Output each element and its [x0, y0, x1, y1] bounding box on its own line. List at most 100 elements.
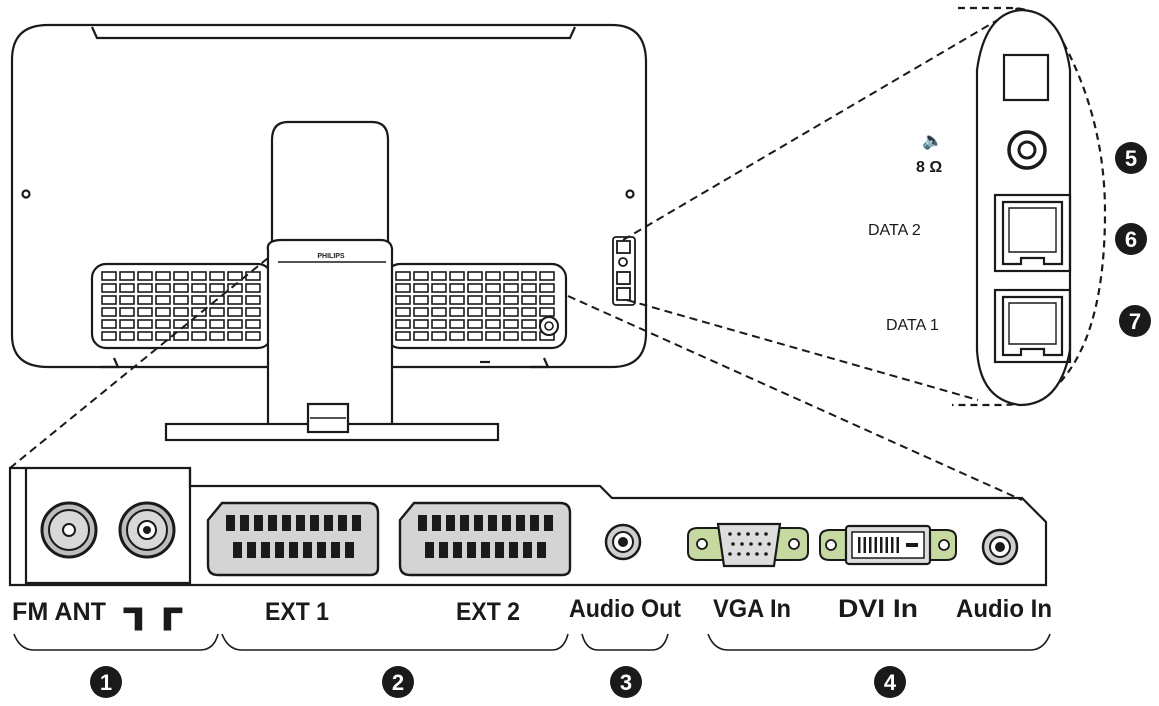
tv-stand: [164, 120, 500, 442]
speaker-impedance-label: 8 Ω: [916, 159, 942, 176]
scart-pin: [282, 515, 291, 531]
badge-3: 3: [610, 666, 642, 698]
dvi-pin: [891, 537, 894, 553]
vent-slot: [449, 319, 465, 329]
vent-slot: [119, 331, 135, 341]
scart-pin: [226, 515, 235, 531]
scart-pin: [474, 515, 483, 531]
vga-pin: [728, 552, 732, 556]
vent-slot: [485, 319, 501, 329]
antenna-connectors: [40, 501, 176, 559]
vga-pin: [764, 552, 768, 556]
optical-port: [1002, 53, 1050, 102]
svg-text:1: 1: [100, 670, 112, 695]
scart-pin: [523, 542, 532, 558]
vent-slot: [119, 319, 135, 329]
audio-out-jack: [604, 523, 642, 561]
dvi-in-label: DVI In: [838, 595, 918, 623]
scart-pin: [425, 542, 434, 558]
vent-slot: [467, 283, 483, 293]
scart-pin: [303, 542, 312, 558]
vent-slot: [503, 283, 519, 293]
scart-pin: [233, 542, 242, 558]
vga-pin: [755, 532, 759, 536]
antenna-symbol: ┓┏: [123, 591, 183, 631]
side-panel: 🔈 8 Ω DATA 2 DATA 1 5 6 7: [868, 6, 1151, 407]
vent-slot: [245, 331, 261, 341]
vent-slot: [503, 319, 519, 329]
vent-slot: [413, 271, 429, 281]
vent-slot: [539, 295, 555, 305]
bracket-2: [221, 633, 569, 651]
data1-label: DATA 1: [886, 317, 939, 334]
vent-slot: [521, 319, 537, 329]
grille-knob-inner: [544, 321, 554, 331]
scart-pin: [488, 515, 497, 531]
scart-pin: [317, 542, 326, 558]
vent-slot: [101, 295, 117, 305]
vent-slot: [227, 319, 243, 329]
vga-pin: [746, 532, 750, 536]
foot-right: [530, 357, 550, 369]
svg-text:5: 5: [1125, 146, 1137, 171]
vent-slot: [431, 295, 447, 305]
scart-pin: [338, 515, 347, 531]
vent-slot: [137, 319, 153, 329]
vent-slot: [155, 271, 171, 281]
vent-slot: [503, 331, 519, 341]
scart-pin: [275, 542, 284, 558]
scart-pin: [495, 542, 504, 558]
vga-pin: [731, 542, 735, 546]
vent-slot: [119, 307, 135, 317]
vent-slot: [209, 295, 225, 305]
vent-slot: [485, 331, 501, 341]
vent-slot: [485, 295, 501, 305]
vent-grille-left: [90, 262, 274, 350]
dvi-pin: [896, 537, 899, 553]
vent-slot: [395, 331, 411, 341]
dvi-connector: [819, 524, 957, 566]
vga-in-label: VGA In: [713, 595, 791, 623]
scart-pin: [268, 515, 277, 531]
scart-pin: [289, 542, 298, 558]
vent-slot: [119, 295, 135, 305]
screw-hole-right: [625, 189, 635, 199]
vent-slot: [485, 271, 501, 281]
vent-slot: [431, 319, 447, 329]
scart-pin: [516, 515, 525, 531]
vent-slot: [413, 283, 429, 293]
vent-slot: [245, 295, 261, 305]
bottom-panel: [8, 466, 1048, 587]
vent-slot: [413, 331, 429, 341]
vent-slot: [431, 271, 447, 281]
vent-slot: [173, 271, 189, 281]
vent-slot: [227, 295, 243, 305]
vent-slot: [395, 283, 411, 293]
group-brackets: [13, 633, 1051, 651]
vent-slot: [449, 331, 465, 341]
vent-slot: [245, 307, 261, 317]
scart-pin: [537, 542, 546, 558]
vent-slot: [467, 331, 483, 341]
vent-slot: [191, 271, 207, 281]
scart-pin: [509, 542, 518, 558]
callout-lines: [9, 7, 1023, 501]
scart-pin: [481, 542, 490, 558]
scart-pin: [247, 542, 256, 558]
vent-slot: [467, 307, 483, 317]
vent-slot: [101, 319, 117, 329]
vent-slot: [227, 271, 243, 281]
ext2-label: EXT 2: [456, 598, 520, 626]
scart-pin: [418, 515, 427, 531]
audio-in-label: Audio In: [956, 595, 1052, 623]
vent-slot: [395, 307, 411, 317]
vent-slot: [521, 295, 537, 305]
vga-pin: [737, 532, 741, 536]
vga-pin: [728, 532, 732, 536]
scart-pin: [460, 515, 469, 531]
vent-slot: [245, 271, 261, 281]
vent-grille-right: [384, 262, 568, 350]
dvi-pin: [858, 537, 861, 553]
ext1-label: EXT 1: [265, 598, 329, 626]
vent-slot: [155, 283, 171, 293]
